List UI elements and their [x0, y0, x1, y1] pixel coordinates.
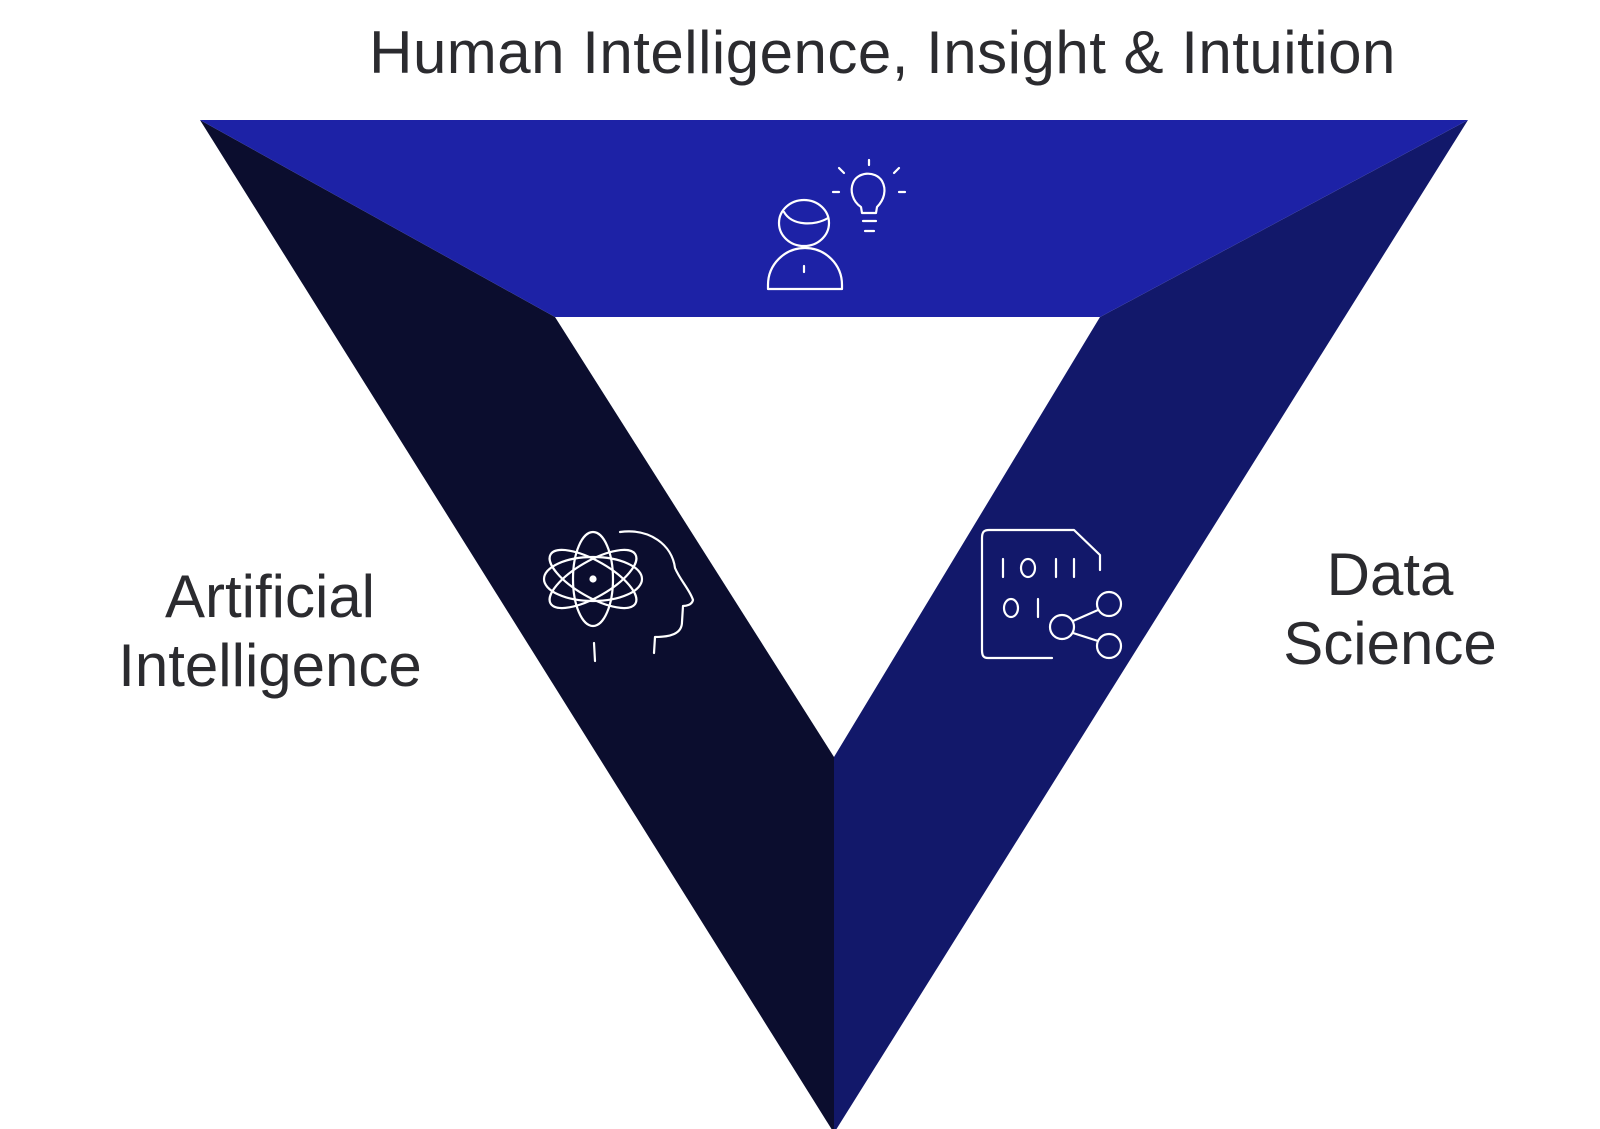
- right-label: Data Science: [1190, 540, 1590, 678]
- right-band: [834, 120, 1468, 1129]
- left-band: [200, 120, 834, 1129]
- person-lightbulb-icon: [766, 158, 907, 291]
- binary-data-network-icon: [980, 528, 1123, 660]
- left-label-line2: Intelligence: [118, 632, 422, 699]
- right-label-line2: Science: [1283, 610, 1497, 677]
- right-label-line1: Data: [1326, 541, 1454, 608]
- top-band: [200, 120, 1468, 317]
- top-label: Human Intelligence, Insight & Intuition: [369, 19, 1396, 86]
- left-label-line1: Artificial: [164, 563, 376, 630]
- atom-head-icon: [542, 530, 695, 663]
- left-label: Artificial Intelligence: [60, 562, 480, 700]
